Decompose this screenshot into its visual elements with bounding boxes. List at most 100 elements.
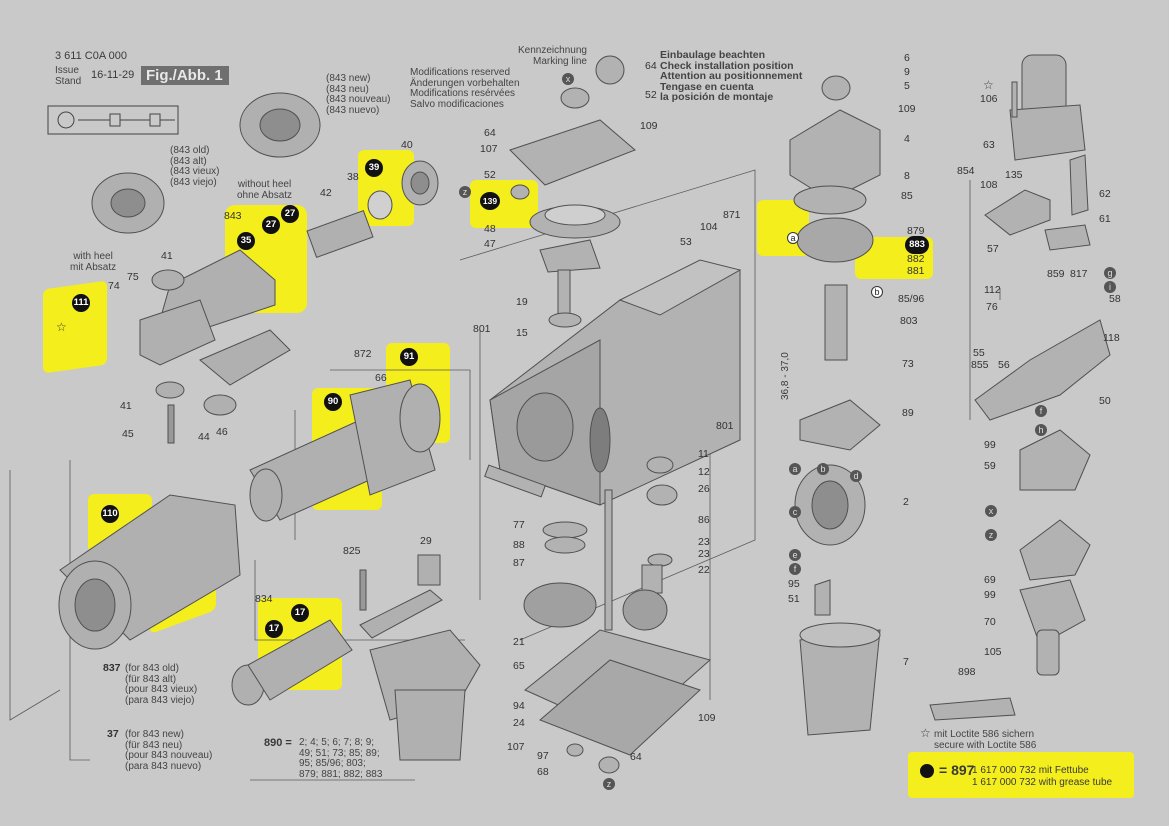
label-803: 803 [900, 315, 918, 327]
callout-17[interactable]: 17 [265, 620, 283, 638]
reference-a: a [787, 232, 799, 244]
label-99: 99 [984, 589, 996, 601]
label-50: 50 [1099, 395, 1111, 407]
legend-dot-icon [920, 764, 934, 778]
label-64: 64 [630, 751, 642, 763]
reference-z: z [985, 529, 997, 541]
label-89: 89 [902, 407, 914, 419]
set-890-items: 2; 4; 5; 6; 7; 8; 9; 49; 51; 73; 85; 89;… [299, 737, 383, 780]
label-107: 107 [507, 741, 525, 753]
reference-f: f [789, 563, 801, 575]
legend-line-en: 1 617 000 732 with grease tube [972, 777, 1113, 788]
label-74: 74 [108, 280, 120, 292]
label-9: 9 [904, 66, 910, 78]
note-with-heel: with heel mit Absatz [70, 251, 117, 273]
label-22: 22 [698, 564, 710, 576]
label-40: 40 [401, 139, 413, 151]
label-23: 23 [698, 536, 710, 548]
callout-39[interactable]: 39 [365, 159, 383, 177]
label-817: 817 [1070, 268, 1088, 280]
reference-a: a [789, 463, 801, 475]
callout-110[interactable]: 110 [101, 505, 119, 523]
label-76: 76 [986, 301, 998, 313]
label-879: 879 [907, 225, 925, 237]
note-for-old: (for 843 old) (für 843 alt) (pour 843 vi… [125, 663, 198, 706]
issue-label: Issue Stand [55, 65, 82, 87]
label-23: 23 [698, 548, 710, 560]
label-8: 8 [904, 170, 910, 182]
modifications-note: Modifications reserved Änderungen vorbeh… [410, 67, 520, 110]
label-109: 109 [640, 120, 658, 132]
callout-91[interactable]: 91 [400, 348, 418, 366]
reference-x: x [985, 505, 997, 517]
label-107: 107 [480, 143, 498, 155]
label-135: 135 [1005, 169, 1023, 181]
label-99: 99 [984, 439, 996, 451]
reference-g: g [1104, 267, 1116, 279]
dimension-label: 36,8 - 37,0 [780, 352, 791, 400]
label-112: 112 [984, 284, 1001, 296]
callout-27[interactable]: 27 [262, 216, 280, 234]
legend-line-de: 1 617 000 732 mit Fettube [972, 765, 1089, 776]
label-57: 57 [987, 243, 999, 255]
star-icon: ☆ [56, 320, 67, 334]
label-801: 801 [473, 323, 491, 335]
label-882: 882 [907, 253, 925, 265]
loctite-note: mit Loctite 586 sichern secure with Loct… [934, 729, 1037, 751]
label-21: 21 [513, 636, 525, 648]
label-64: 64 [484, 127, 496, 139]
label-855: 855 [971, 359, 989, 371]
label-52: 52 [645, 89, 657, 101]
label-69: 69 [984, 574, 996, 586]
label-4: 4 [904, 133, 910, 145]
installation-note: Einbaulage beachten Check installation p… [660, 49, 803, 103]
note-without-heel: without heel ohne Absatz [237, 179, 293, 201]
label-2: 2 [903, 496, 909, 508]
label-51: 51 [788, 593, 800, 605]
star-icon: ☆ [983, 78, 994, 92]
label-47: 47 [484, 238, 496, 250]
label-55: 55 [973, 347, 985, 359]
label-834: 834 [255, 593, 273, 605]
label-45: 45 [122, 428, 134, 440]
label-62: 62 [1099, 188, 1111, 200]
label-881: 881 [907, 265, 925, 277]
label-29: 29 [420, 535, 432, 547]
label-11: 11 [698, 448, 709, 460]
label-61: 61 [1099, 213, 1111, 225]
reference-d: d [850, 470, 862, 482]
label-118: 118 [1103, 332, 1120, 344]
reference-h: h [1035, 424, 1047, 436]
label-5: 5 [904, 80, 910, 92]
label-38: 38 [347, 171, 359, 183]
label-7: 7 [903, 656, 909, 668]
label-53: 53 [680, 236, 692, 248]
callout-35[interactable]: 35 [237, 232, 255, 250]
label-843: 843 [224, 210, 242, 222]
label-64: 64 [645, 60, 657, 72]
reference-x: x [562, 73, 574, 85]
label-65: 65 [513, 660, 525, 672]
label-44: 44 [198, 431, 210, 443]
callout-90[interactable]: 90 [324, 393, 342, 411]
label-12: 12 [698, 466, 710, 478]
reference-z: z [459, 186, 471, 198]
callout-17[interactable]: 17 [291, 604, 309, 622]
label-88: 88 [513, 539, 525, 551]
callout-27[interactable]: 27 [281, 205, 299, 223]
callout-139[interactable]: 139 [480, 192, 500, 210]
label-68: 68 [537, 766, 549, 778]
label-94: 94 [513, 700, 525, 712]
label-75: 75 [127, 271, 139, 283]
callout-111[interactable]: 111 [72, 294, 90, 312]
label-97: 97 [537, 750, 549, 762]
label-37: 37 [107, 728, 119, 740]
label-59: 59 [984, 460, 996, 472]
label-95: 95 [788, 578, 800, 590]
callout-883[interactable]: 883 [905, 236, 929, 254]
label-70: 70 [984, 616, 996, 628]
label-871: 871 [723, 209, 741, 221]
part-number: 3 611 C0A 000 [55, 50, 127, 62]
